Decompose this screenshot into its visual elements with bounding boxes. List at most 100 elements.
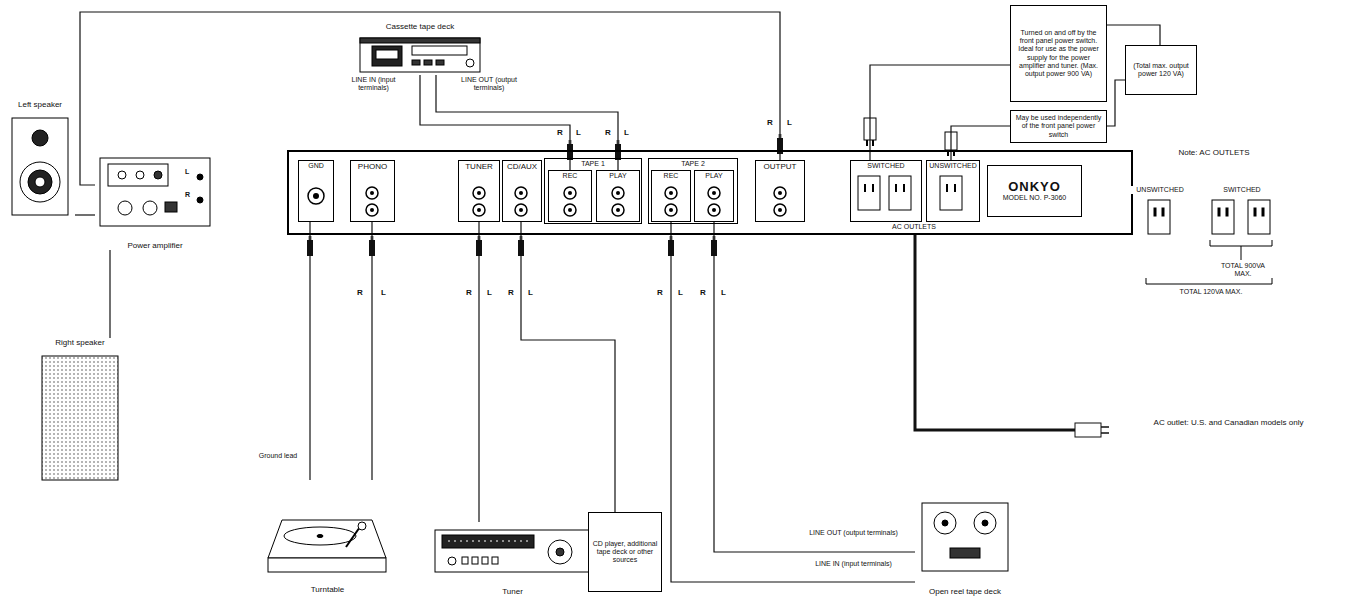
note-text: LINE OUT (output terminals) [800,529,907,537]
cassette-deck-drawing-part [360,38,480,43]
channel-letter: L [575,128,582,137]
tuner-drawing-part [435,530,590,572]
cable [951,126,1010,160]
node-label: CD player, additional tape deck or other… [591,540,659,564]
turntable-drawing-part [317,535,323,538]
note-text: SWITCHED [1210,186,1274,194]
node-label: PLAY [704,172,723,180]
cassette-deck-drawing-part [412,60,420,65]
node-label: Power amplifier [126,241,183,250]
cable [371,222,372,480]
cassette-deck: Cassette tape deck [355,22,485,75]
amplifier-drawing-part [108,164,168,186]
panel-jacks-part [774,187,786,199]
jack-group: REC [651,170,691,222]
panel-jacks-part [366,204,378,216]
amplifier-drawing-part [197,174,203,180]
node-label: TUNER [464,162,494,171]
panel-jacks-part [564,187,576,199]
amplifier-drawing-part [100,158,210,226]
outlet-note-drawing-part [1248,200,1270,234]
jack-group: OUTPUT [755,160,805,222]
note-text: LINE OUT (output terminals) [448,76,530,92]
jack-group: CD/AUX [502,160,542,222]
panel-jacks-part [473,204,485,216]
note-text: TOTAL 900VA MAX. [1212,262,1274,278]
open-reel-deck-drawing-part [934,512,956,534]
jack-group: REC [548,170,592,222]
node-label: (Total max. output power 120 VA) [1128,62,1194,78]
channel-letter: R [356,288,364,297]
panel-jacks [308,176,962,216]
node-label: TAPE 1 [580,160,606,168]
node-label: Tuner [501,587,524,596]
panel-jacks-part [665,204,677,216]
channel-letter: R [699,288,707,297]
speaker-drawing-part [42,356,118,480]
speaker: Left speaker [5,100,75,225]
node-label: PHONO [357,162,388,171]
cassette-deck-drawing-part [466,59,474,67]
tuner-drawing-part [448,541,528,542]
jack-group: PLAY [596,170,640,222]
amplifier-drawing-part [118,171,126,179]
panel-jacks-part [612,204,624,216]
panel-jacks-part [515,187,527,199]
cable [478,222,479,522]
rear-panel: ONKYOMODEL NO. P-3060GNDPHONOTUNERCD/AUX… [287,150,1133,235]
channel-letter: L [486,288,493,297]
panel-jacks-part [308,188,324,204]
node-label: CD/AUX [506,162,538,171]
cable [521,222,615,512]
node-label: Turntable [310,585,346,594]
cable [1107,25,1160,45]
speaker-drawing-part [28,170,52,194]
channel-letter: L [380,288,387,297]
jack-group: PHONO [350,160,395,222]
outlet-note-drawing-part [1212,200,1234,234]
note-text: TOTAL 120VA MAX. [1160,288,1262,296]
node-label: GND [307,162,325,170]
jack-group: PLAY [694,170,734,222]
outlet-note: Note: AC OUTLETS [1128,148,1300,304]
open-reel-deck-drawing [922,503,1008,571]
open-reel-deck-drawing-part [950,548,980,558]
node-label: Turned on and off by the front panel pow… [1013,29,1104,77]
cable [436,75,618,170]
ground-terminal: GND [298,160,334,222]
panel-jacks-part [940,176,962,210]
open-reel-deck-drawing-part [974,512,996,534]
tape-deck: Open reel tape deck [915,500,1015,596]
speaker-drawing-part [12,118,68,215]
channel-letter: R [507,288,515,297]
panel-jacks-part [858,176,880,210]
turntable-drawing [268,520,386,572]
node-label: Note: AC OUTLETS [1177,148,1250,157]
panel-jacks-part [708,204,720,216]
cassette-deck-drawing-part [412,46,467,55]
channel-letter: L [786,118,793,127]
cassette-deck-drawing-part [372,46,402,66]
note-text: LINE IN (input terminals) [800,560,907,568]
tuner-drawing-part [462,557,468,564]
channel-letter: L [677,288,684,297]
turntable-drawing-part [268,520,386,558]
note-box: Turned on and off by the front panel pow… [1010,5,1107,102]
tuner-drawing-part [492,557,498,564]
outlet-group: SWITCHED [850,160,922,222]
node-label: REC [562,172,579,180]
node-label: OUTPUT [763,162,798,171]
turntable-drawing-part [284,527,356,545]
speaker-drawing-part [32,130,48,146]
panel-jacks-part [665,187,677,199]
panel-jacks-part [515,204,527,216]
note-text: UNSWITCHED [1130,186,1190,194]
power-cord-part [1075,423,1101,437]
channel-letter: R [766,118,774,127]
open-reel-deck-drawing-part [982,520,988,526]
panel-jacks-part [889,176,911,210]
channel-letter: R [556,128,564,137]
channel-letter: L [184,168,190,176]
outlet-group: UNSWITCHED [926,160,980,222]
